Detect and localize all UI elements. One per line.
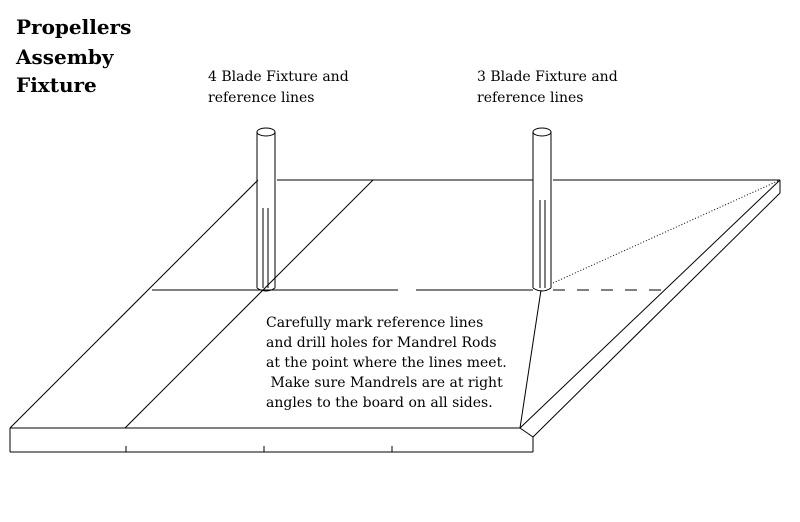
reference-line-dotted-3blade [552, 179, 781, 284]
title-line-3: Fixture [16, 73, 97, 97]
board-right-side-lower [532, 192, 781, 438]
instruction-note: Carefully mark reference lines and drill… [266, 313, 507, 413]
title-line-1: Propellers [16, 15, 132, 39]
instruction-note-line-4: Make sure Mandrels are at right [266, 375, 503, 391]
board-front-right-corner [519, 427, 534, 438]
mandrel-rod-3blade-base [532, 287, 552, 292]
instruction-note-line-1: Carefully mark reference lines [266, 315, 484, 331]
title-line-2: Assemby [16, 45, 114, 69]
label-4blade-line-2: reference lines [208, 90, 315, 106]
board-left-edge [9, 179, 259, 429]
mandrel-rod-3blade [532, 127, 552, 292]
instruction-note-line-5: angles to the board on all sides. [266, 395, 493, 411]
board-top-outline [9, 179, 781, 438]
reference-line-diagonal-4blade [124, 179, 374, 429]
label-3blade-line-1: 3 Blade Fixture and [477, 69, 618, 85]
mandrel-rod-3blade-top [532, 127, 552, 137]
instruction-note-line-2: and drill holes for Mandrel Rods [266, 335, 497, 351]
reference-lines [124, 179, 781, 429]
mandrel-rod-4blade-top [256, 127, 276, 137]
label-3blade-line-2: reference lines [477, 90, 584, 106]
mandrel-rod-4blade [256, 127, 276, 292]
board-front-face [9, 427, 534, 453]
reference-line-front-3blade [519, 289, 542, 429]
board-right-top-edge [519, 179, 781, 429]
instruction-note-line-3: at the point where the lines meet. [266, 355, 507, 371]
label-4blade-line-1: 4 Blade Fixture and [208, 69, 349, 85]
mandrel-rod-4blade-base [256, 287, 276, 292]
